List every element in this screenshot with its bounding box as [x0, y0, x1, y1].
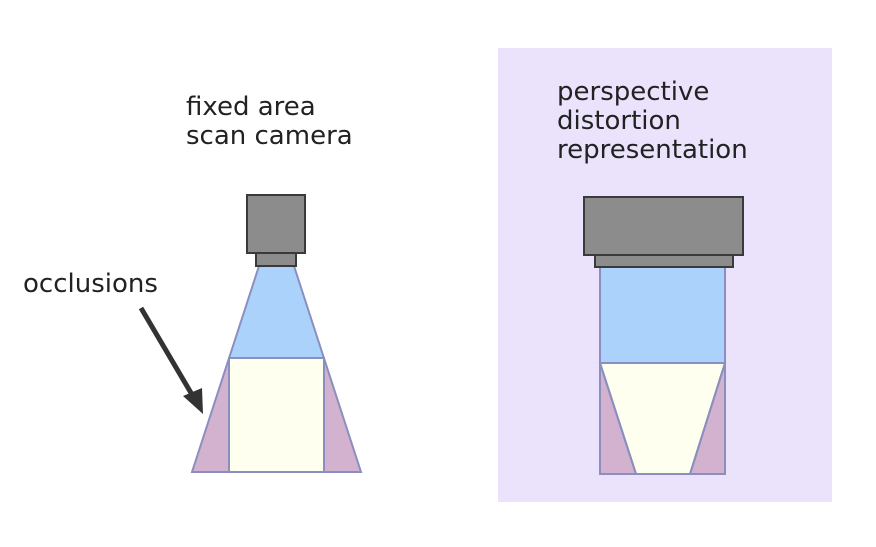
left-title-line2: scan camera	[186, 121, 353, 151]
right-camera-body	[583, 196, 744, 256]
right-field-of-view	[600, 266, 725, 363]
right-title-line3: representation	[557, 135, 748, 165]
left-field-of-view	[229, 266, 324, 358]
occlusions-label: occlusions	[23, 269, 158, 299]
fixed-camera-group	[190, 194, 363, 473]
right-object-left-slant	[599, 362, 637, 475]
left-object	[228, 357, 325, 473]
right-title-line2: distortion	[557, 106, 681, 136]
left-title-line1: fixed area	[186, 92, 316, 122]
occlusions-arrow	[138, 306, 203, 414]
right-title-line1: perspective	[557, 77, 709, 107]
left-camera-lens	[255, 252, 297, 267]
right-object-right-slant	[689, 362, 726, 475]
left-camera-body	[246, 194, 306, 254]
arrow-shaft	[138, 306, 197, 400]
arrow-head	[183, 388, 203, 414]
right-camera-lens	[594, 254, 734, 268]
perspective-group	[583, 196, 744, 475]
